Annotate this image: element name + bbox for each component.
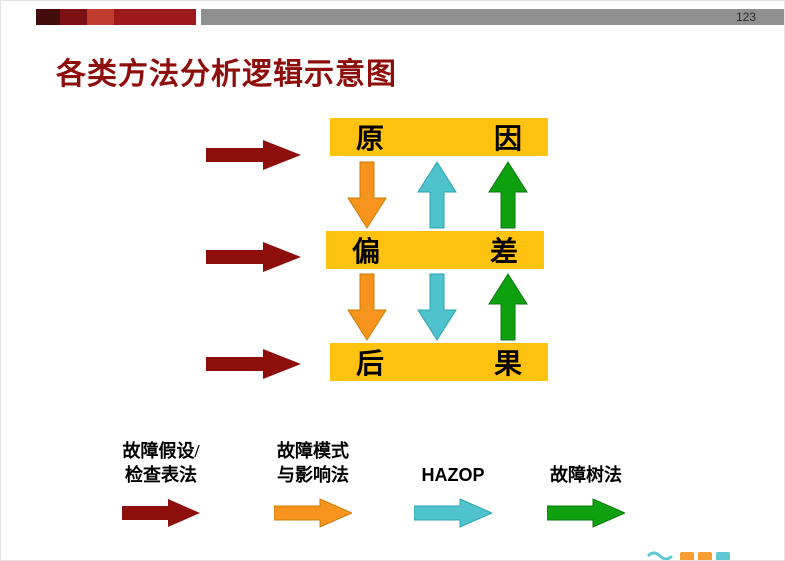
watermark-marks [646,551,730,560]
hazop-down-arrow [417,273,457,341]
legend-label-whatif: 故障假设/ 检查表法 [96,435,226,487]
consequence-box-right-char: 果 [493,349,522,380]
hazop-up-arrow [417,161,457,229]
topbar-gray-bar: 123 [201,9,784,25]
cause-box-left-char: 原 [356,124,385,155]
consequence-box-left-char: 后 [356,349,385,380]
legend-label-line: 故障树法 [550,465,622,485]
topbar-segment-1 [36,9,60,25]
deviation-box-right-char: 差 [489,237,518,268]
arrow-shape [414,498,492,528]
legend-label-fault-tree: 故障树法 [521,435,651,487]
consequence-box: 后 果 [330,343,548,381]
watermark-mark [716,552,730,560]
legend-label-hazop: HAZOP [388,435,518,487]
legend-label-line: 故障模式 [277,441,349,461]
whatif-right-arrow-cause [206,140,301,170]
watermark-logo [646,550,741,560]
page-title: 各类方法分析逻辑示意图 [56,58,397,91]
cause-box: 原 因 [330,118,548,156]
arrow-shape [122,499,200,527]
arrow-shape [347,273,387,341]
legend-label-line: 故障假设/ [122,441,200,461]
topbar-segment-3 [87,9,114,25]
fmea-down-arrow-1 [347,161,387,229]
arrow-shape [417,161,457,229]
arrow-shape [206,242,301,272]
arrow-shape [206,349,301,379]
topbar-segment-2 [60,9,87,25]
topbar-segment-4 [114,9,196,25]
watermark-mark [698,552,712,560]
watermark-mark [680,552,694,560]
arrow-shape [417,273,457,341]
legend-label-line: HAZOP [421,465,485,485]
fault-tree-up-arrow-1 [488,161,528,229]
arrow-shape [274,498,352,528]
whatif-right-arrow-deviation [206,242,301,272]
legend-label-line: 检查表法 [125,465,197,485]
legend-arrow-fmea [274,498,352,528]
fmea-down-arrow-2 [347,273,387,341]
arrow-shape [488,273,528,341]
page-number: 123 [735,10,756,24]
cause-box-right-char: 因 [493,124,522,155]
arrow-shape [347,161,387,229]
deviation-box: 偏 差 [326,231,544,269]
legend-arrow-whatif [122,499,200,527]
arrow-shape [547,498,625,528]
watermark-mark [646,551,674,560]
arrow-shape [488,161,528,229]
whatif-right-arrow-consequence [206,349,301,379]
legend-label-line: 与影响法 [277,465,349,485]
deviation-box-left-char: 偏 [352,237,381,268]
arrow-shape [206,140,301,170]
legend-arrow-fault-tree [547,498,625,528]
fault-tree-up-arrow-2 [488,273,528,341]
legend-label-fmea: 故障模式 与影响法 [248,435,378,487]
legend-arrow-hazop [414,498,492,528]
